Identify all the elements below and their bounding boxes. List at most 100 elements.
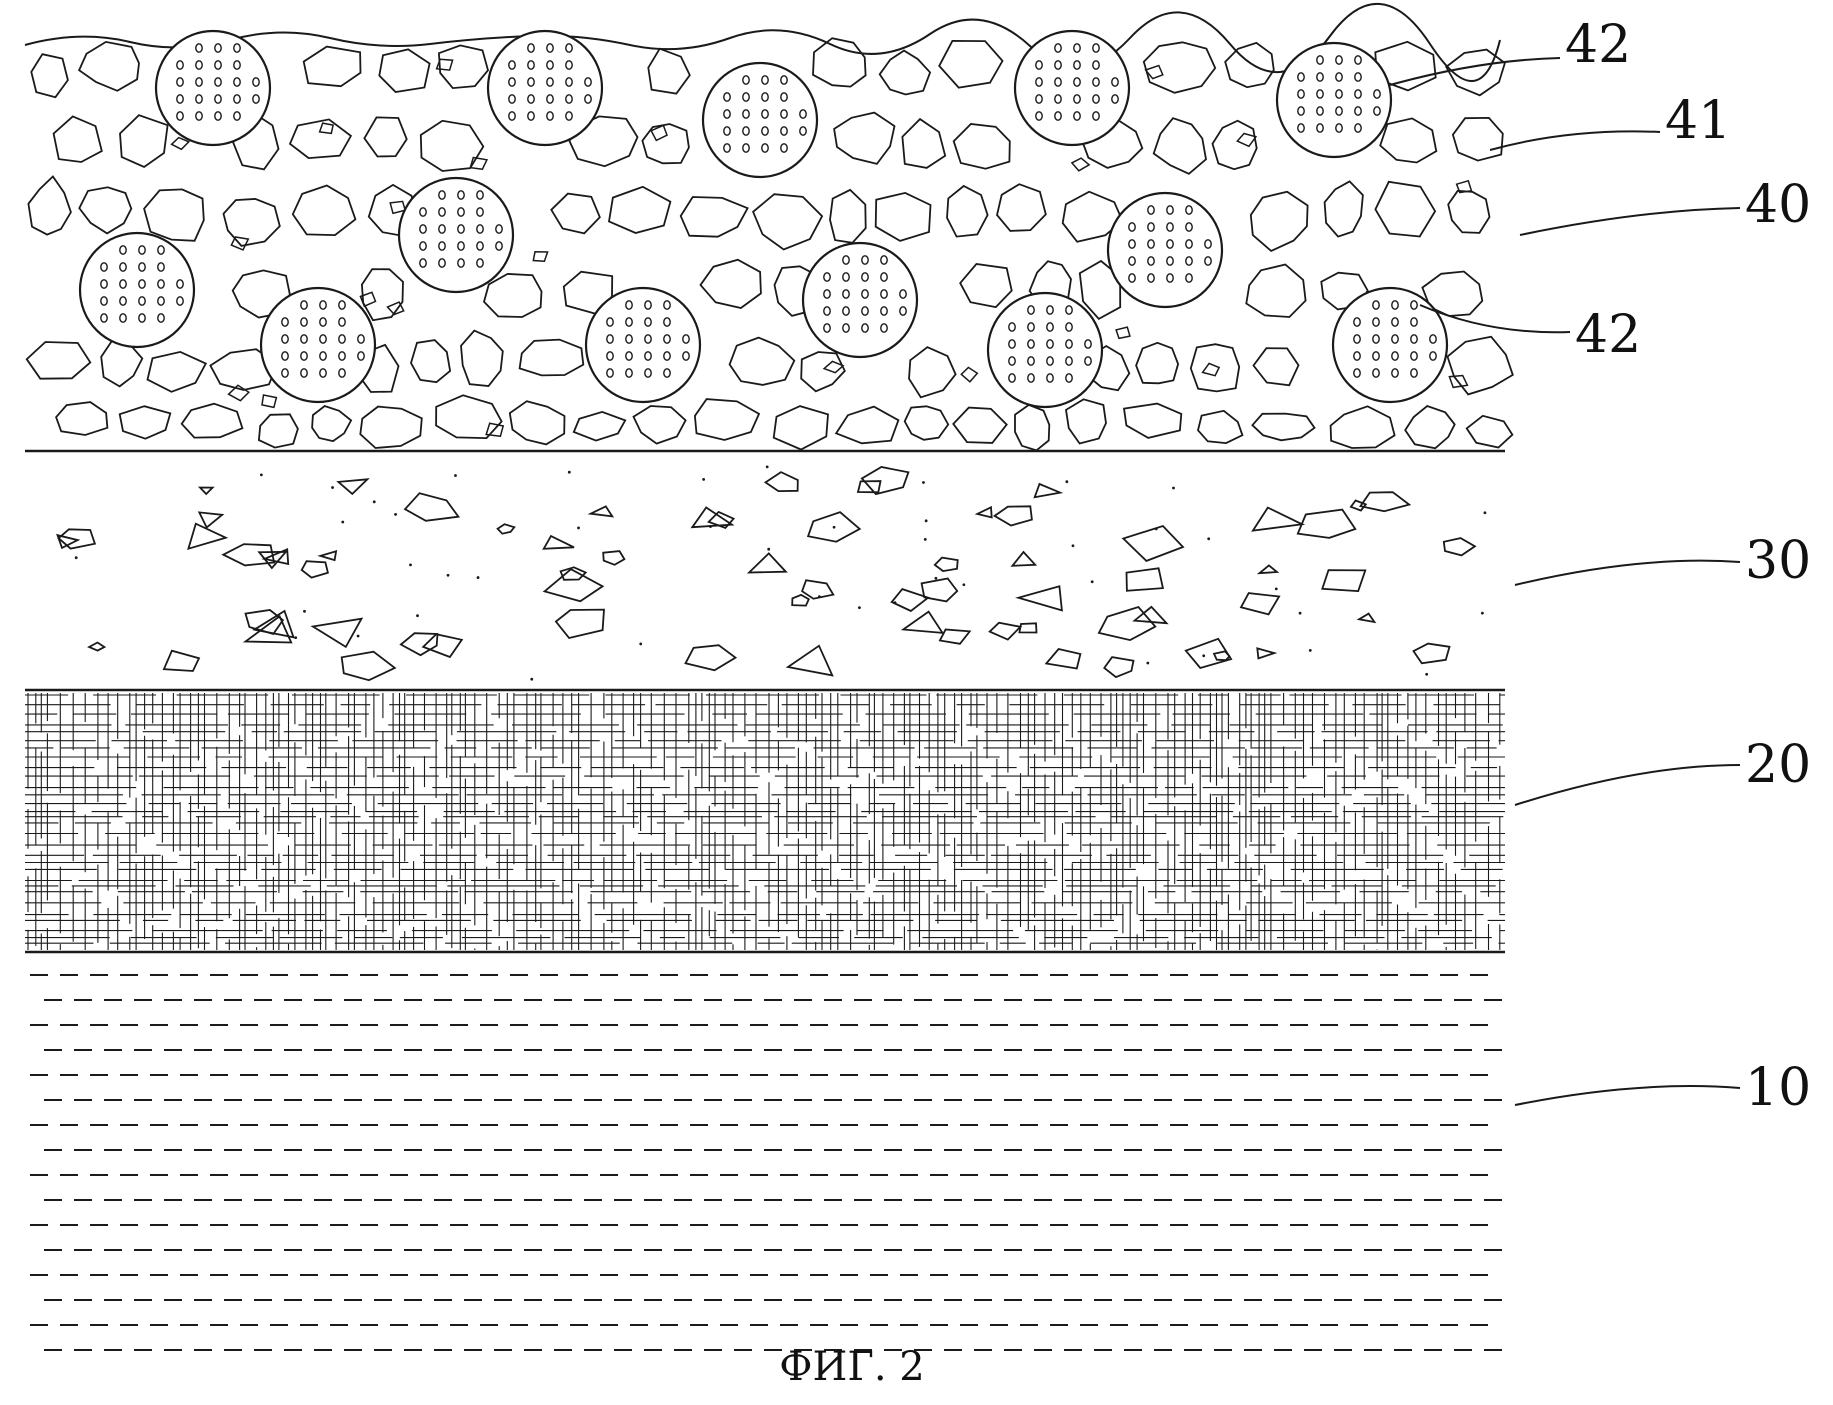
particle bbox=[806, 511, 862, 543]
bead-pore bbox=[644, 317, 652, 327]
particle bbox=[251, 609, 295, 639]
porous-bead bbox=[1331, 286, 1449, 404]
dot bbox=[934, 576, 938, 580]
bead-pore bbox=[214, 94, 222, 104]
bead-pore bbox=[1166, 222, 1174, 232]
bead-pore bbox=[761, 75, 769, 85]
stone-chip bbox=[435, 58, 454, 71]
stone-chip bbox=[485, 422, 505, 438]
dot bbox=[1425, 672, 1429, 676]
bead-pore bbox=[233, 77, 241, 87]
stone bbox=[1078, 259, 1122, 321]
dot bbox=[857, 606, 861, 610]
bead-pore bbox=[476, 241, 484, 251]
stone bbox=[1152, 117, 1207, 175]
bead-pore bbox=[780, 92, 788, 102]
particle bbox=[336, 478, 370, 496]
particle bbox=[587, 505, 615, 518]
bead-pore bbox=[319, 317, 327, 327]
bead-pore bbox=[233, 43, 241, 53]
stone bbox=[1465, 414, 1514, 449]
dot bbox=[702, 477, 706, 481]
bead-pore bbox=[565, 43, 573, 53]
stone bbox=[647, 47, 691, 95]
bead-pore bbox=[842, 272, 850, 282]
bead-pore bbox=[1316, 106, 1324, 116]
bead-pore bbox=[214, 111, 222, 121]
bead-pore bbox=[742, 92, 750, 102]
dot bbox=[1483, 511, 1487, 515]
bead-pore bbox=[1046, 322, 1054, 332]
bead-pore bbox=[606, 317, 614, 327]
bead-pore bbox=[319, 334, 327, 344]
bead-pore bbox=[1035, 60, 1043, 70]
bead-pore bbox=[1027, 305, 1035, 315]
bead-pore bbox=[1372, 351, 1380, 361]
dot bbox=[446, 573, 450, 577]
bead-pore bbox=[799, 109, 807, 119]
particle bbox=[1321, 569, 1367, 593]
particle bbox=[890, 588, 930, 613]
bead-outline bbox=[1013, 29, 1131, 147]
bead-pore bbox=[438, 190, 446, 200]
bead-pore bbox=[508, 60, 516, 70]
stone bbox=[699, 258, 762, 309]
leader-20 bbox=[1514, 764, 1741, 806]
bead-pore bbox=[214, 77, 222, 87]
stone bbox=[693, 398, 761, 441]
dot bbox=[1207, 537, 1211, 541]
bead-pore bbox=[1410, 317, 1418, 327]
bead-pore bbox=[157, 245, 165, 255]
bead-pore bbox=[644, 334, 652, 344]
bead-pore bbox=[319, 351, 327, 361]
bead-pore bbox=[176, 296, 184, 306]
stone-chip bbox=[230, 236, 250, 251]
stone bbox=[572, 410, 627, 442]
particle bbox=[1184, 637, 1233, 670]
bead-pore bbox=[457, 207, 465, 217]
bead-pore bbox=[625, 300, 633, 310]
particle bbox=[1358, 491, 1412, 513]
particle bbox=[403, 492, 461, 522]
bead-pore bbox=[1410, 368, 1418, 378]
particle bbox=[317, 550, 338, 562]
bead-pore bbox=[119, 313, 127, 323]
label-30: 30 bbox=[1745, 531, 1811, 591]
bead-pore bbox=[861, 289, 869, 299]
bead-pore bbox=[338, 368, 346, 378]
particle bbox=[244, 609, 285, 636]
stone bbox=[359, 405, 423, 449]
bead-pore bbox=[300, 300, 308, 310]
porous-bead bbox=[1275, 41, 1393, 159]
bead-pore bbox=[1046, 339, 1054, 349]
bead-pore bbox=[1316, 72, 1324, 82]
bead-pore bbox=[1372, 368, 1380, 378]
bead-pore bbox=[1054, 111, 1062, 121]
stone-chip bbox=[318, 122, 334, 135]
stone bbox=[360, 268, 404, 322]
stone bbox=[518, 338, 585, 377]
bead-pore bbox=[780, 126, 788, 136]
dot bbox=[567, 470, 571, 474]
bead-pore bbox=[546, 77, 554, 87]
bead-pore bbox=[138, 313, 146, 323]
bead-pore bbox=[723, 109, 731, 119]
stone bbox=[1251, 412, 1316, 442]
bead-pore bbox=[1128, 273, 1136, 283]
bead-pore bbox=[138, 245, 146, 255]
particle bbox=[920, 577, 959, 603]
bead-pore bbox=[1073, 77, 1081, 87]
stone bbox=[1224, 41, 1275, 89]
bead-pore bbox=[565, 77, 573, 87]
particle bbox=[1018, 622, 1038, 634]
label-40: 40 bbox=[1745, 175, 1811, 235]
stone bbox=[1451, 116, 1504, 162]
bead-pore bbox=[338, 351, 346, 361]
stone bbox=[903, 405, 950, 441]
bead-pore bbox=[527, 94, 535, 104]
bead-pore bbox=[761, 92, 769, 102]
stone-chip bbox=[261, 394, 278, 409]
bead-pore bbox=[1297, 89, 1305, 99]
bead-pore bbox=[1065, 356, 1073, 366]
